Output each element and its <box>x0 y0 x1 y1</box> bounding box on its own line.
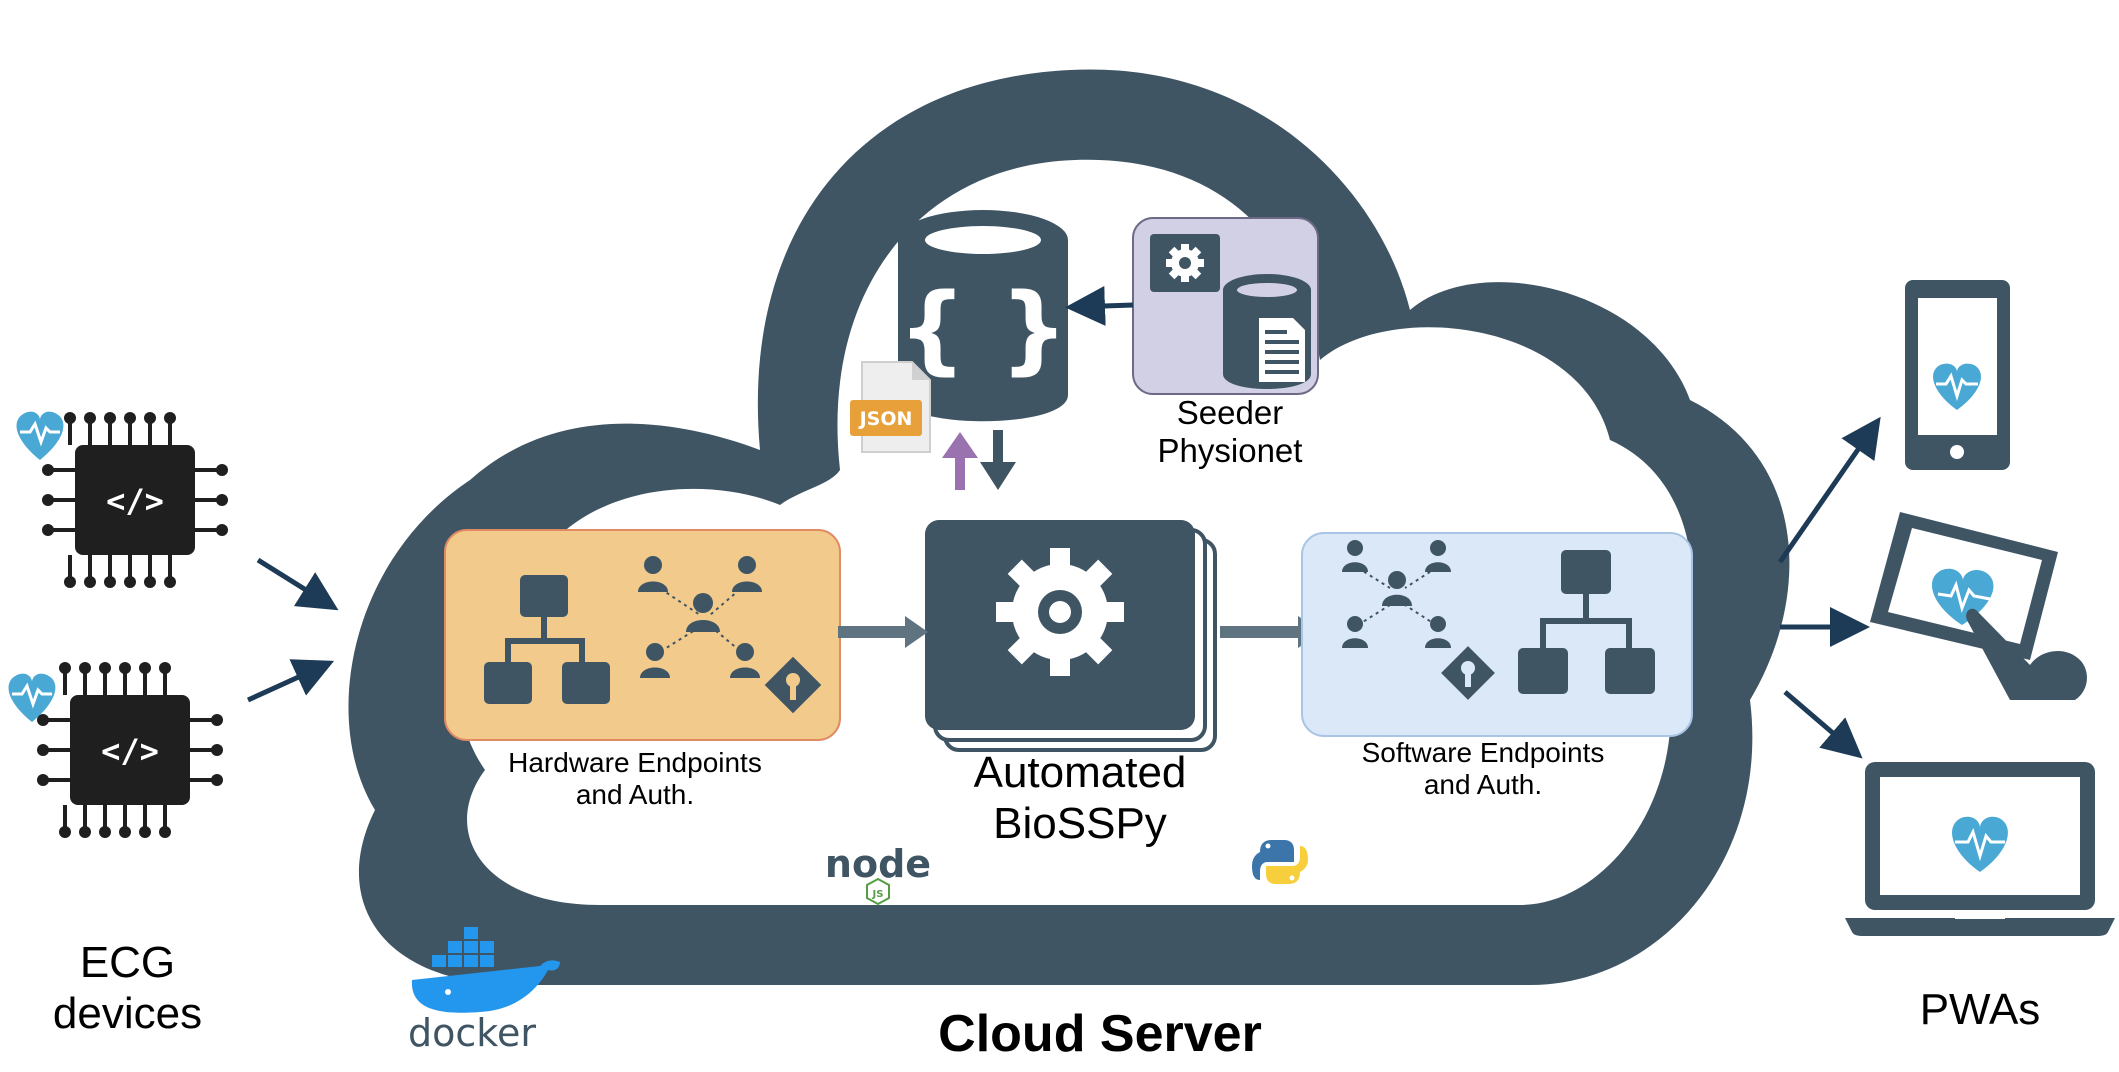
json-database: { } <box>898 210 1068 422</box>
seeder-physionet-label: Seeder Physionet <box>1120 394 1340 470</box>
laptop-icon <box>1845 762 2115 936</box>
hardware-endpoints-box <box>444 529 841 741</box>
docker-logo-text: docker <box>408 1011 536 1055</box>
python-logo <box>1252 840 1308 884</box>
heart-icon <box>1952 816 2008 872</box>
document-icon <box>1259 318 1305 382</box>
automated-biosspy-label: Automated BioSSPy <box>910 748 1250 849</box>
arrow-seeder-to-database <box>1065 285 1134 326</box>
json-file-icon: JSON <box>850 361 931 453</box>
heart-icon <box>8 673 56 722</box>
download-arrow-icon <box>980 430 1016 490</box>
node-js-badge: JS <box>872 889 884 900</box>
heart-icon <box>1933 363 1981 410</box>
pwas-label: PWAs <box>1919 985 2041 1034</box>
software-line-1: Software Endpoints <box>1361 737 1605 768</box>
docker-logo: docker <box>408 927 560 1055</box>
hardware-line-2: and Auth. <box>575 779 695 811</box>
arrow-hardware-to-biosspy <box>838 616 928 648</box>
cloud-server-label: Cloud Server <box>938 1005 1262 1063</box>
seeder-line-2: Physionet <box>1157 431 1303 469</box>
phone-icon <box>1905 280 2010 470</box>
gear-icon <box>996 548 1124 676</box>
automated-line-2: BioSSPy <box>993 798 1167 848</box>
hand-pointer-icon <box>1966 608 2087 700</box>
tablet-touch-icon <box>1870 512 2087 700</box>
hardware-line-1: Hardware Endpoints <box>508 747 762 778</box>
key-diamond-icon <box>764 656 822 714</box>
hierarchy-icon <box>484 575 610 704</box>
gear-icon <box>1166 244 1204 282</box>
seeder-box <box>1132 217 1319 395</box>
node-logo: node JS <box>825 842 931 906</box>
chip-code-glyph: </> <box>101 732 159 770</box>
ecg-device-2: </> <box>37 662 223 838</box>
ecg-device-1: </> <box>42 412 228 588</box>
database-braces-glyph: { } <box>898 273 1068 385</box>
arrow-ecg-to-cloud-1 <box>256 557 339 611</box>
upload-arrow-icon <box>942 432 978 490</box>
arrow-cloud-to-laptop <box>1783 690 1863 759</box>
users-network-icon <box>1342 540 1451 648</box>
software-line-2: and Auth. <box>1423 769 1543 801</box>
heart-icon <box>16 411 64 460</box>
software-endpoints-label: Software Endpoints and Auth. <box>1318 737 1648 801</box>
chip-code-glyph: </> <box>106 482 164 520</box>
ecg-devices-line-2: devices <box>52 988 203 1038</box>
json-tag-label: JSON <box>858 408 913 430</box>
hierarchy-icon <box>1518 550 1655 694</box>
software-endpoints-box <box>1301 532 1693 737</box>
users-network-icon <box>638 556 762 678</box>
seeder-line-1: Seeder <box>1176 394 1284 431</box>
arrow-cloud-to-phone <box>1777 416 1881 564</box>
biosspy-processing-stack <box>925 520 1217 752</box>
automated-line-1: Automated <box>973 748 1187 797</box>
ecg-devices-label: ECG devices <box>20 938 235 1039</box>
ecg-devices-line-1: ECG <box>79 938 176 987</box>
heart-icon <box>1931 568 1994 625</box>
hardware-endpoints-label: Hardware Endpoints and Auth. <box>470 747 800 811</box>
arrow-ecg-to-cloud-2 <box>246 659 335 703</box>
